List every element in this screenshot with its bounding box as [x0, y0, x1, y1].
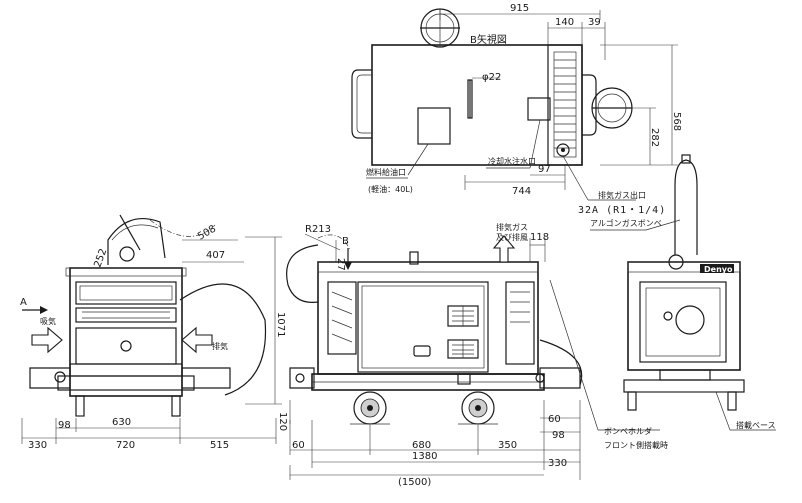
dim-97: 97 — [538, 164, 551, 175]
argon-cylinder-label: アルゴンガスボンベ — [590, 218, 662, 228]
dim-1071: 1071 — [275, 312, 286, 337]
dim-630: 630 — [112, 417, 131, 428]
center-view-dimensions: R213 27 118 120 60 680 350 1380 330 (150… — [277, 224, 581, 488]
dim-120: 120 — [277, 412, 288, 431]
dim-39: 39 — [588, 17, 601, 28]
top-view-dimensions: 915 140 39 φ22 568 282 744 97 — [439, 3, 682, 197]
coolant-inlet-label: 冷却水注水口 — [488, 156, 536, 166]
dim-330-right: 330 — [548, 458, 567, 469]
center-side-view — [286, 234, 583, 425]
dim-720: 720 — [116, 440, 135, 451]
arrow-b-label: B — [342, 236, 349, 247]
intake-label: 吸気 — [40, 316, 56, 326]
dim-350: 350 — [498, 440, 517, 451]
exhaust-size-label: 32A (R1・1/4) — [578, 205, 666, 216]
dim-1500: (1500) — [398, 477, 431, 488]
dim-98-right: 98 — [552, 430, 565, 441]
dim-phi22: φ22 — [482, 72, 501, 83]
dim-330-left: 330 — [28, 440, 47, 451]
exhaust-gas-label: 排気ガス — [496, 222, 528, 232]
dim-140: 140 — [555, 17, 574, 28]
left-front-view — [29, 214, 267, 417]
left-view-dimensions: 508 407 252 1071 330 720 515 630 98 — [21, 224, 286, 451]
exhaust-arrow-icon — [181, 326, 213, 354]
dim-407: 407 — [206, 250, 225, 261]
dim-568: 568 — [671, 112, 682, 131]
fuel-capacity-label: (軽油：40L) — [368, 184, 413, 194]
exhaust-air-label: 及び排風 — [496, 232, 528, 242]
mount-base-label: 搭載ベース — [736, 420, 776, 430]
dim-98-left: 98 — [58, 420, 71, 431]
view-arrow-b-icon — [344, 248, 352, 270]
exhaust-up-arrow-icon — [492, 235, 516, 263]
dim-515: 515 — [210, 440, 229, 451]
dim-252: 252 — [92, 247, 109, 269]
right-rear-view: Denyo — [623, 154, 745, 411]
cylinder-holder-label: ボンベホルダ — [604, 426, 652, 436]
dim-r213: R213 — [305, 224, 331, 235]
dim-680: 680 — [412, 440, 431, 451]
b-view-label: B矢視図 — [470, 33, 507, 46]
fuel-inlet-label: 燃料給油口 — [366, 167, 406, 177]
view-arrow-a-icon — [22, 306, 48, 314]
arrow-a-label: A — [20, 297, 27, 308]
exhaust-label: 排気 — [212, 341, 228, 351]
dim-60-left: 60 — [292, 440, 305, 451]
logo-text: Denyo — [704, 265, 733, 274]
front-position-label: フロント側搭載時 — [604, 440, 668, 450]
dim-118: 118 — [530, 232, 549, 243]
dim-27: 27 — [335, 258, 346, 271]
intake-arrow-icon — [31, 326, 63, 354]
dim-915: 915 — [510, 3, 529, 14]
exhaust-outlet-label: 排気ガス出口 — [598, 190, 646, 200]
dim-1380: 1380 — [412, 451, 437, 462]
dim-282: 282 — [649, 128, 660, 147]
dim-60-right: 60 — [548, 414, 561, 425]
dim-744: 744 — [512, 186, 531, 197]
top-view — [351, 8, 633, 166]
